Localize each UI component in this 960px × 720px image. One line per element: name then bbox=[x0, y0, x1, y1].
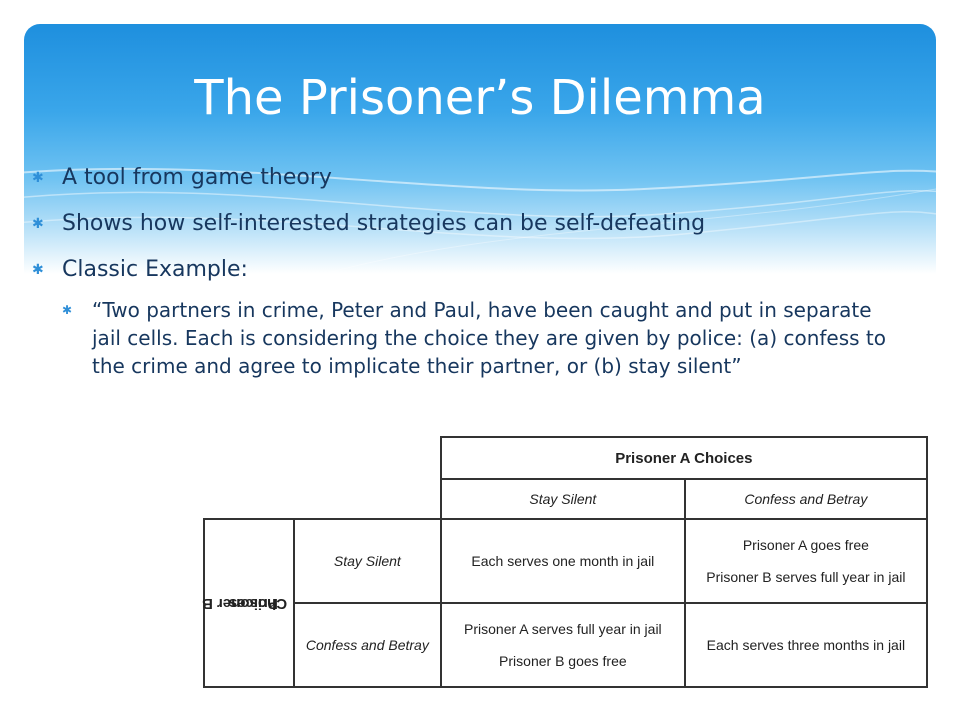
sub-bullet-star-icon: ✱ bbox=[62, 303, 73, 317]
sub-bullet-text: “Two partners in crime, Peter and Paul, … bbox=[92, 298, 887, 378]
column-group-header: Prisoner A Choices bbox=[439, 436, 928, 480]
payoff-cell: Prisoner A goes free Prisoner B serves f… bbox=[683, 518, 928, 604]
bullet-text: Shows how self-interested strategies can… bbox=[62, 211, 706, 236]
bullet-text: A tool from game theory bbox=[62, 165, 332, 190]
column-header: Confess and Betray bbox=[683, 478, 928, 520]
slide-title: The Prisoner’s Dilemma bbox=[194, 70, 766, 126]
wave-decoration bbox=[24, 167, 936, 274]
row-header: Confess and Betray bbox=[292, 602, 442, 688]
bullet-list: ✱ A tool from game theory ✱ Shows how se… bbox=[32, 158, 912, 380]
bullet-text: Classic Example: bbox=[62, 257, 248, 282]
bullet-star-icon: ✱ bbox=[32, 170, 44, 186]
bullet-item: ✱ A tool from game theory bbox=[32, 158, 912, 204]
bullet-star-icon: ✱ bbox=[32, 216, 44, 232]
bullet-item: ✱ Classic Example: bbox=[32, 250, 912, 296]
row-header: Stay Silent bbox=[292, 518, 442, 604]
payoff-cell: Each serves one month in jail bbox=[439, 518, 686, 604]
payoff-cell: Each serves three months in jail bbox=[683, 602, 928, 688]
payoff-cell: Prisoner A serves full year in jail Pris… bbox=[439, 602, 686, 688]
payoff-matrix: Prisoner A Choices Stay Silent Confess a… bbox=[202, 436, 928, 688]
column-header: Stay Silent bbox=[439, 478, 686, 520]
sub-bullet-item: ✱ “Two partners in crime, Peter and Paul… bbox=[62, 296, 902, 380]
bullet-star-icon: ✱ bbox=[32, 262, 44, 278]
bullet-item: ✱ Shows how self-interested strategies c… bbox=[32, 204, 912, 250]
title-banner bbox=[24, 24, 936, 274]
